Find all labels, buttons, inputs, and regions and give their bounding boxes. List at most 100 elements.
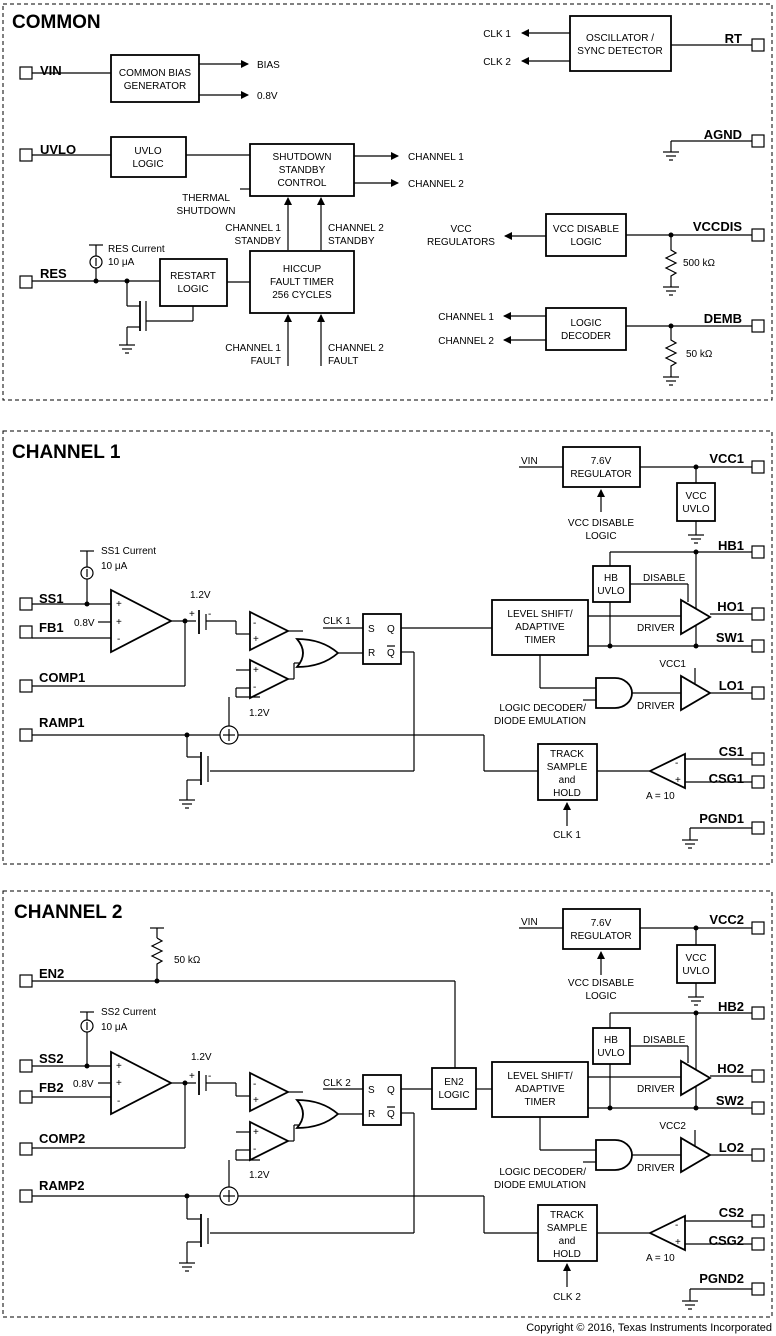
svg-text:7.6V: 7.6V [591, 918, 612, 929]
lo1-pin [751, 686, 765, 700]
svg-text:UVLO: UVLO [597, 1048, 624, 1059]
vcc2-pin [751, 921, 765, 935]
channel2-frame [2, 890, 773, 1318]
svg-text:VIN: VIN [521, 456, 538, 467]
svg-text:VCC2: VCC2 [659, 1121, 686, 1132]
svg-text:-: - [253, 618, 256, 629]
svg-text:TRACK: TRACK [550, 749, 584, 760]
svg-text:+: + [675, 775, 681, 786]
svg-text:LOGIC: LOGIC [585, 991, 616, 1002]
ch1-regulator [562, 446, 641, 488]
ramp1-label: RAMP1 [39, 715, 85, 730]
svg-text:SAMPLE: SAMPLE [547, 1223, 588, 1234]
pgnd1-pin [751, 821, 765, 835]
svg-text:LEVEL SHIFT/: LEVEL SHIFT/ [507, 609, 572, 620]
svg-text:CHANNEL 1: CHANNEL 1 [225, 343, 281, 354]
svg-text:UVLO: UVLO [682, 966, 709, 977]
copyright: Copyright © 2016, Texas Instruments Inco… [526, 1322, 772, 1334]
svg-text:LOGIC DECODER/: LOGIC DECODER/ [499, 1167, 586, 1178]
vccdis-pin [751, 228, 765, 242]
common-section: COMMON VIN COMMON BIAS GENERATOR BIAS 0.… [2, 3, 773, 401]
cs1-pin [751, 752, 765, 766]
svg-text:+: + [116, 599, 122, 610]
svg-text:SS2 Current: SS2 Current [101, 1007, 156, 1018]
svg-text:7.6V: 7.6V [591, 456, 612, 467]
demb-label: DEMB [704, 311, 742, 326]
ch1-sr-latch [362, 613, 402, 665]
ch1-track-sample-hold [537, 743, 598, 801]
svg-text:-: - [208, 1071, 211, 1082]
channel1-frame [2, 430, 773, 865]
svg-text:+: + [253, 1095, 259, 1106]
svg-text:FAULT: FAULT [328, 356, 358, 367]
vin-pin [19, 66, 33, 80]
shutdown-standby-control [249, 143, 355, 197]
svg-text:LOGIC: LOGIC [438, 1090, 469, 1101]
svg-text:VCC: VCC [685, 953, 706, 964]
svg-text:DRIVER: DRIVER [637, 1084, 675, 1095]
svg-text:-: - [253, 1079, 256, 1090]
svg-text:CLK 1: CLK 1 [553, 830, 581, 841]
svg-text:TRACK: TRACK [550, 1210, 584, 1221]
channel1-section: CHANNEL 1 VIN 7.6V REGULATOR VCC1 VCC DI… [2, 430, 773, 865]
svg-text:0.8V: 0.8V [257, 91, 278, 102]
svg-text:CLK 2: CLK 2 [323, 1078, 351, 1089]
csg1-label: CSG1 [709, 771, 744, 786]
svg-text:VCC DISABLE: VCC DISABLE [568, 518, 634, 529]
csg2-label: CSG2 [709, 1233, 744, 1248]
svg-text:LOGIC DECODER/: LOGIC DECODER/ [499, 703, 586, 714]
fb1-pin [19, 625, 33, 639]
svg-text:VCC DISABLE: VCC DISABLE [568, 978, 634, 989]
ch2-pwm-comparator [249, 1071, 291, 1113]
svg-text:+: + [253, 1127, 259, 1138]
svg-text:-: - [253, 1144, 256, 1155]
ch1-pwm-comparator [249, 610, 291, 652]
ch2-high-side-driver [680, 1059, 712, 1097]
sw2-pin [751, 1101, 765, 1115]
svg-text:500 kΩ: 500 kΩ [683, 258, 715, 269]
logic-decoder [545, 307, 627, 351]
svg-text:SAMPLE: SAMPLE [547, 762, 588, 773]
svg-text:CLK 1: CLK 1 [483, 29, 511, 40]
svg-text:CLK 2: CLK 2 [483, 57, 511, 68]
svg-text:-: - [253, 682, 256, 693]
csg2-pin [751, 1237, 765, 1251]
sw2-label: SW2 [716, 1093, 744, 1108]
ss1-pin [19, 597, 33, 611]
svg-text:10 μA: 10 μA [108, 257, 135, 268]
ch2-and-gate [595, 1139, 633, 1171]
svg-text:DISABLE: DISABLE [643, 573, 686, 584]
svg-text:and: and [559, 1236, 576, 1247]
svg-text:10 μA: 10 μA [101, 1022, 128, 1033]
svg-text:Q: Q [387, 624, 395, 635]
svg-text:+: + [189, 1071, 195, 1082]
svg-text:ADAPTIVE: ADAPTIVE [515, 1084, 565, 1095]
ramp2-label: RAMP2 [39, 1178, 85, 1193]
ch2-error-amplifier [110, 1050, 173, 1116]
svg-text:HICCUP: HICCUP [283, 264, 322, 275]
svg-text:LOGIC: LOGIC [570, 318, 601, 329]
uvlo-logic [110, 136, 187, 178]
svg-text:+: + [675, 1237, 681, 1248]
svg-text:UVLO: UVLO [134, 146, 161, 157]
svg-text:HOLD: HOLD [553, 788, 581, 799]
svg-text:REGULATOR: REGULATOR [570, 469, 631, 480]
ho1-pin [751, 607, 765, 621]
svg-text:CONTROL: CONTROL [278, 178, 327, 189]
hiccup-fault-timer [249, 250, 355, 314]
svg-text:S: S [368, 624, 375, 635]
restart-logic [159, 258, 228, 307]
pgnd2-pin [751, 1282, 765, 1296]
svg-text:and: and [559, 775, 576, 786]
svg-text:CHANNEL 2: CHANNEL 2 [408, 179, 464, 190]
vin-label: VIN [40, 63, 62, 78]
svg-text:SYNC DETECTOR: SYNC DETECTOR [577, 46, 662, 57]
svg-text:DIODE EMULATION: DIODE EMULATION [494, 1180, 586, 1191]
svg-text:TIMER: TIMER [524, 1097, 555, 1108]
svg-text:A = 10: A = 10 [646, 1253, 675, 1264]
cs2-label: CS2 [719, 1205, 744, 1220]
fb1-label: FB1 [39, 620, 64, 635]
ss2-label: SS2 [39, 1051, 64, 1066]
ch2-regulator [562, 908, 641, 950]
